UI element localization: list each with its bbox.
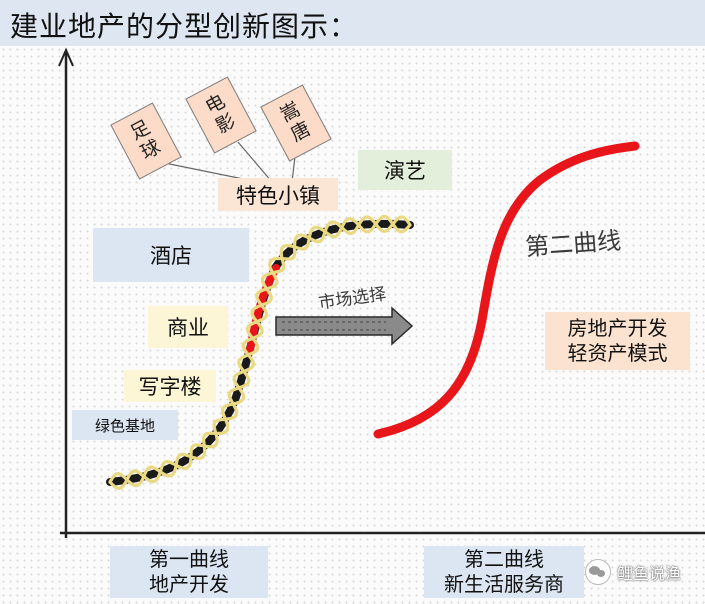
label-text: 房地产开发 — [567, 316, 668, 340]
label-text: 绿色基地 — [94, 416, 155, 435]
label-text: 第二曲线 — [464, 547, 544, 571]
second-curve-box: 第二曲线 新生活服务商 — [424, 546, 584, 598]
connector-line — [237, 141, 273, 183]
helix-strand-b — [108, 214, 412, 488]
label-text: 第一曲线 — [149, 547, 229, 571]
page-title: 建业地产的分型创新图示： — [10, 10, 359, 43]
tile-label: 足 球 — [126, 116, 165, 165]
second-curve — [373, 141, 640, 439]
label-text: 商业 — [167, 316, 209, 340]
label-new-model: 房地产开发 轻资产模式 — [545, 312, 690, 370]
market-choice-arrow — [275, 306, 414, 346]
label-text: 轻资产模式 — [567, 341, 668, 365]
label-office: 写字楼 — [124, 370, 216, 402]
label-text: 酒店 — [150, 244, 192, 268]
title-bar: 建业地产的分型创新图示： — [0, 0, 705, 46]
label-town: 特色小镇 — [218, 178, 338, 211]
tile-label: 嵩 唐 — [276, 98, 315, 147]
label-green-base: 绿色基地 — [72, 410, 178, 440]
label-commerce: 商业 — [148, 306, 228, 348]
tile-label: 电 影 — [201, 90, 240, 139]
watermark: 鲤鱼说渔 — [585, 557, 681, 587]
label-performance: 演艺 — [358, 150, 452, 190]
label-text: 写字楼 — [138, 375, 202, 399]
wechat-icon — [585, 559, 611, 585]
y-axis-arrow — [58, 47, 74, 67]
watermark-text: 鲤鱼说渔 — [617, 564, 682, 583]
first-curve-box: 第一曲线 地产开发 — [110, 546, 268, 598]
label-text: 新生活服务商 — [444, 572, 564, 596]
label-hotel: 酒店 — [93, 228, 249, 282]
label-text: 演艺 — [384, 159, 426, 183]
label-text: 特色小镇 — [236, 183, 320, 208]
label-text: 地产开发 — [149, 572, 229, 596]
second-curve-label: 第二曲线 — [524, 226, 623, 262]
